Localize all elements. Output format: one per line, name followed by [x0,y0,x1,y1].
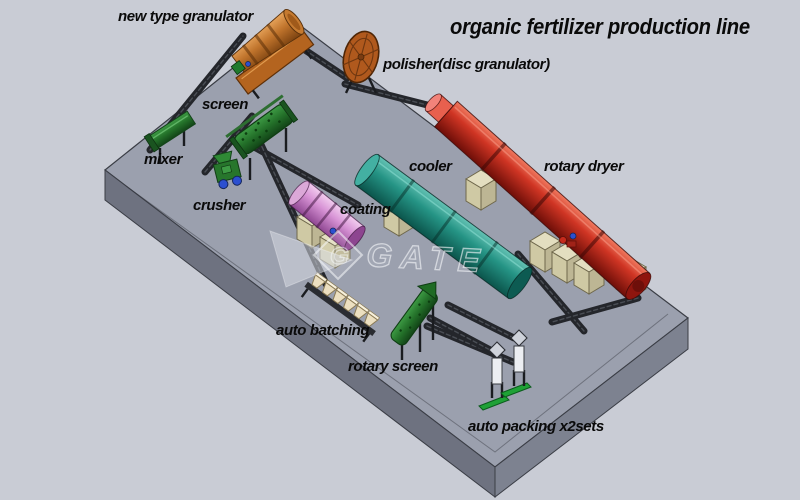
label-crusher: crusher [193,197,246,214]
label-rotary-dryer: rotary dryer [544,158,624,175]
rotary-dryer-machine [424,93,652,300]
screen-machine [225,94,299,180]
label-mixer: mixer [144,151,183,168]
coating-motor [329,227,337,235]
auto-batching-machine [300,271,380,343]
granulator-machine [230,8,315,100]
label-coating: coating [340,201,391,218]
watermark: G GATE [269,229,489,288]
rotary-screen-machine [390,281,438,360]
packing-tower [478,341,510,411]
watermark-logo-diamond [312,229,364,281]
watermark-arrow [269,230,354,288]
label-auto-packing: auto packing x2sets [468,418,604,435]
polisher-machine [342,30,380,94]
conveyor-to-packing-2 [444,301,518,342]
page-title: organic fertilizer production line [450,14,750,39]
conveyor-dryer-discharge [548,294,642,326]
watermark-text: GATE [366,236,489,279]
label-screen: screen [202,96,248,113]
watermark-logo-letter: G [330,243,349,270]
label-rotary-screen: rotary screen [348,358,438,375]
label-auto-batching: auto batching [276,322,370,339]
crusher-machine [212,150,242,190]
label-granulator: new type granulator [118,8,253,25]
drive-motors [559,232,577,248]
cooler-machine [354,153,533,300]
auto-packing-machines [478,329,532,411]
label-polisher: polisher(disc granulator) [383,56,550,73]
label-cooler: cooler [409,158,452,175]
packing-tower [500,329,532,398]
conveyor-to-packing-1 [426,314,496,355]
mixer-machine [143,110,197,164]
